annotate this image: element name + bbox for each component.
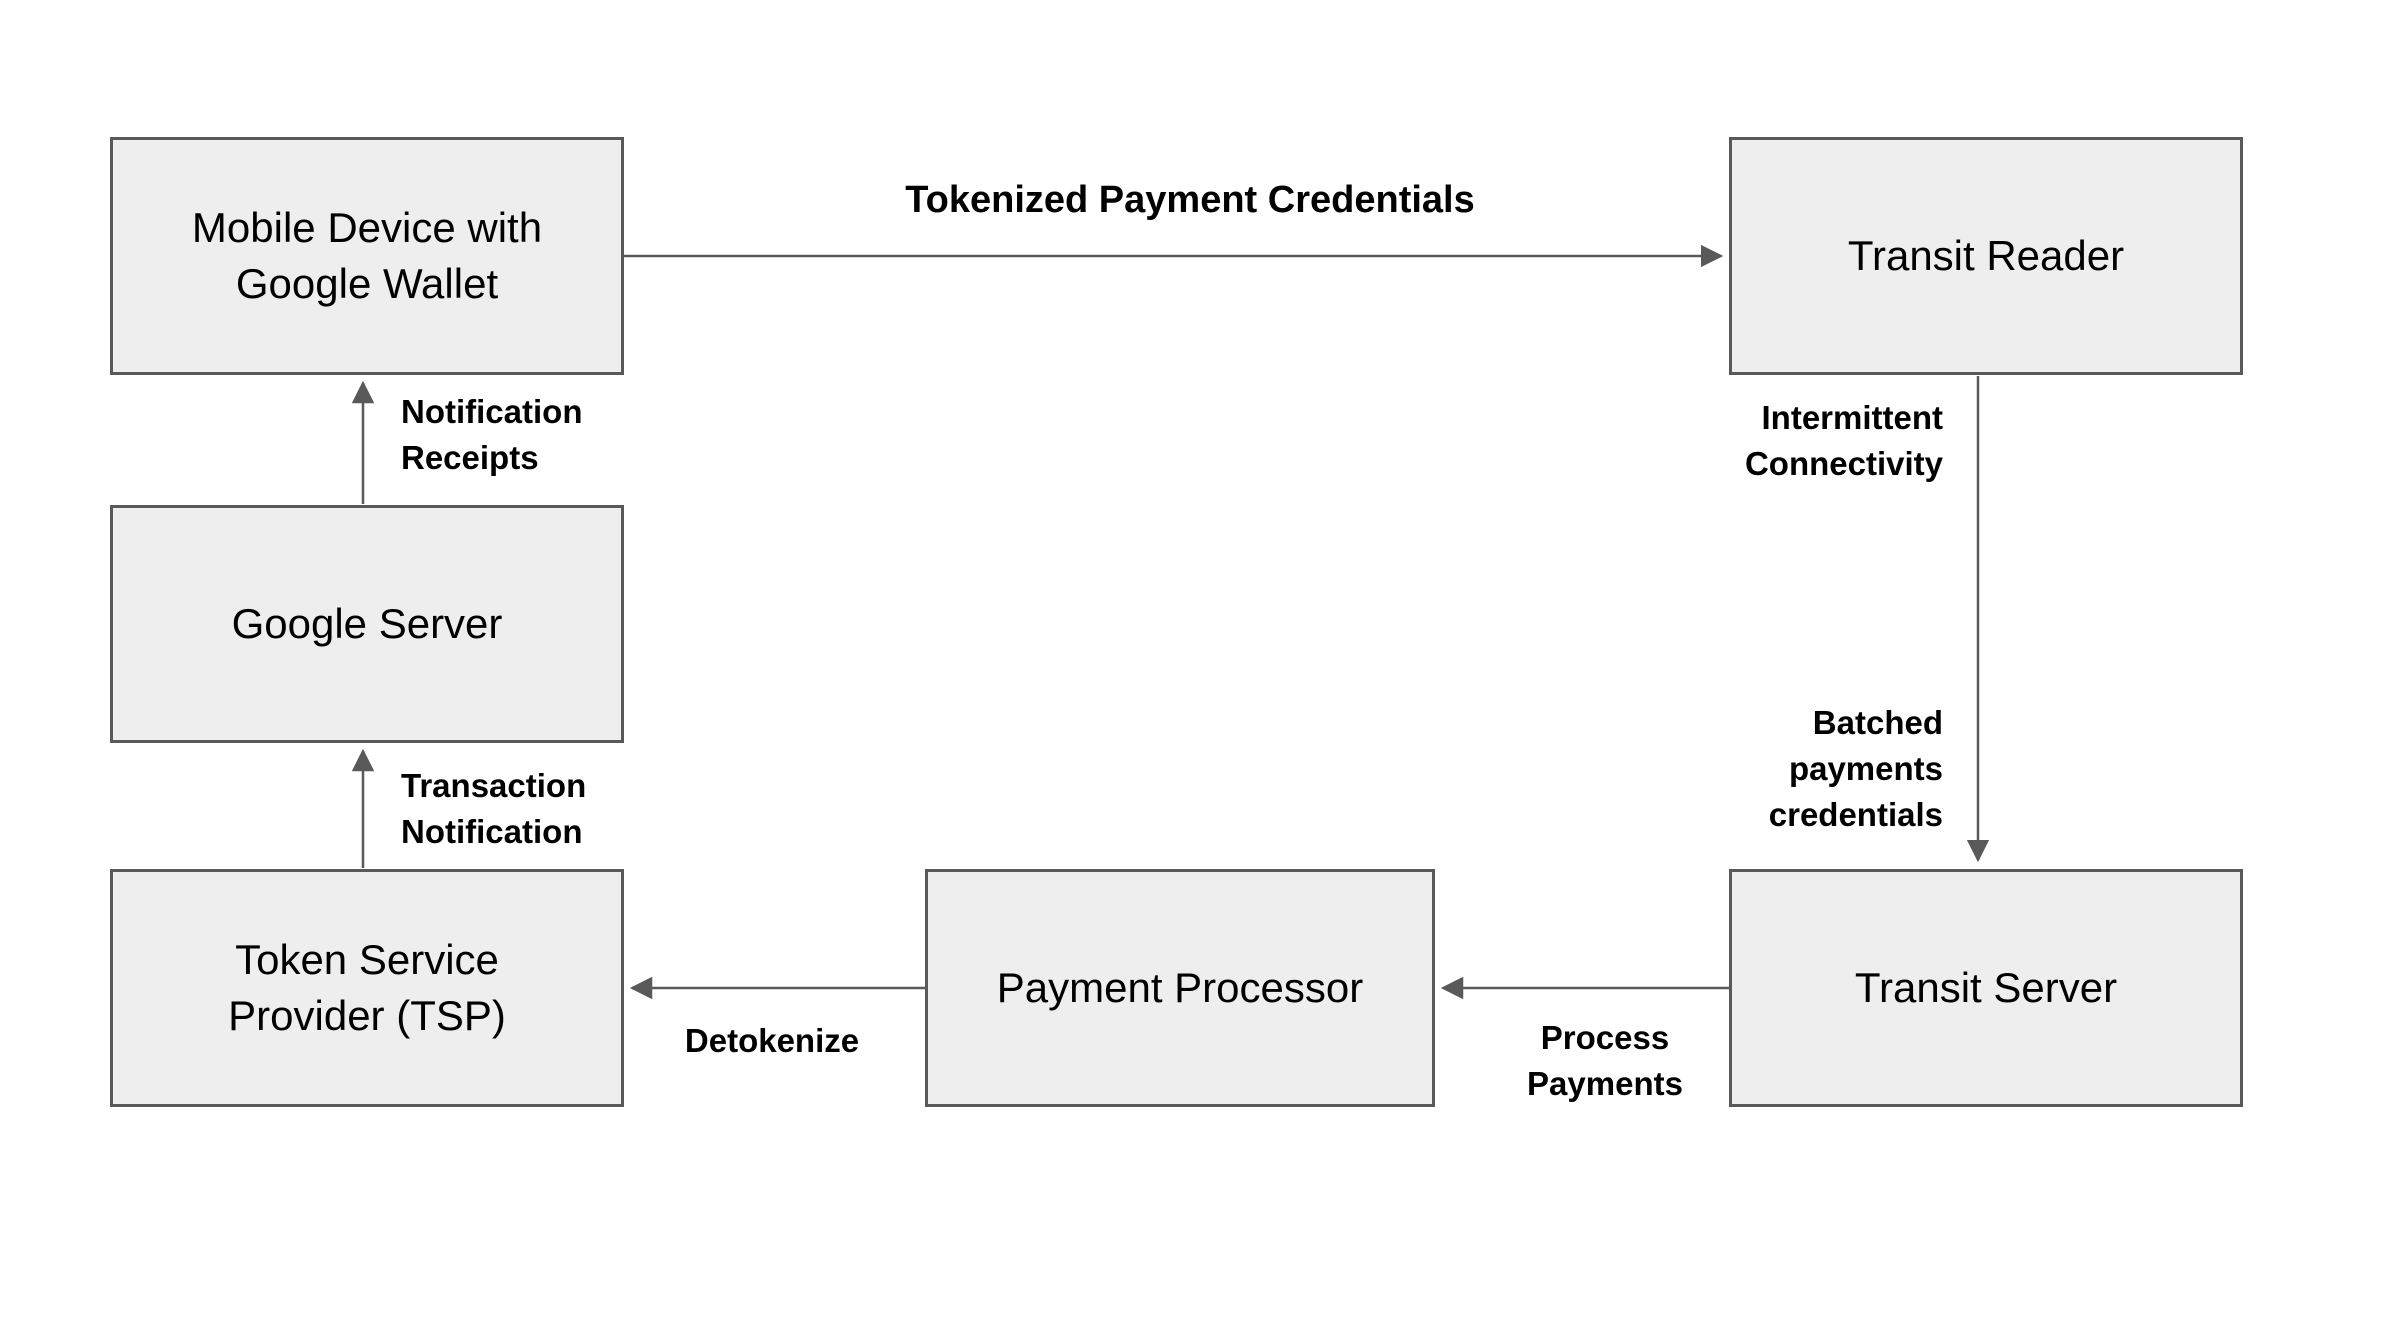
node-label: Token Service Provider (TSP) — [228, 936, 506, 1039]
edge-label-batched-payments-credentials: Batched payments credentials — [1768, 704, 1943, 833]
node-label: Transit Server — [1854, 964, 2118, 1011]
node-transit-reader: Transit Reader — [1729, 137, 2243, 375]
edge-label-transaction-notification: Transaction Notification — [401, 767, 587, 850]
node-label: Google Server — [231, 600, 503, 647]
edge-label-process-payments: Process Payments — [1527, 1019, 1683, 1102]
edge-label-intermittent-connectivity: Intermittent Connectivity — [1744, 399, 1943, 482]
node-label: Transit Reader — [1847, 232, 2125, 279]
edge-label-notification-receipts: Notification Receipts — [401, 393, 583, 476]
node-mobile-device-google-wallet: Mobile Device with Google Wallet — [110, 137, 624, 375]
node-payment-processor: Payment Processor — [925, 869, 1435, 1107]
edge-label-detokenize: Detokenize — [684, 1022, 860, 1059]
node-transit-server: Transit Server — [1729, 869, 2243, 1107]
node-google-server: Google Server — [110, 505, 624, 743]
node-token-service-provider: Token Service Provider (TSP) — [110, 869, 624, 1107]
edge-label-tokenized-payment-credentials: Tokenized Payment Credentials — [905, 179, 1475, 221]
node-label: Mobile Device with Google Wallet — [191, 204, 543, 307]
node-label: Payment Processor — [996, 964, 1364, 1011]
